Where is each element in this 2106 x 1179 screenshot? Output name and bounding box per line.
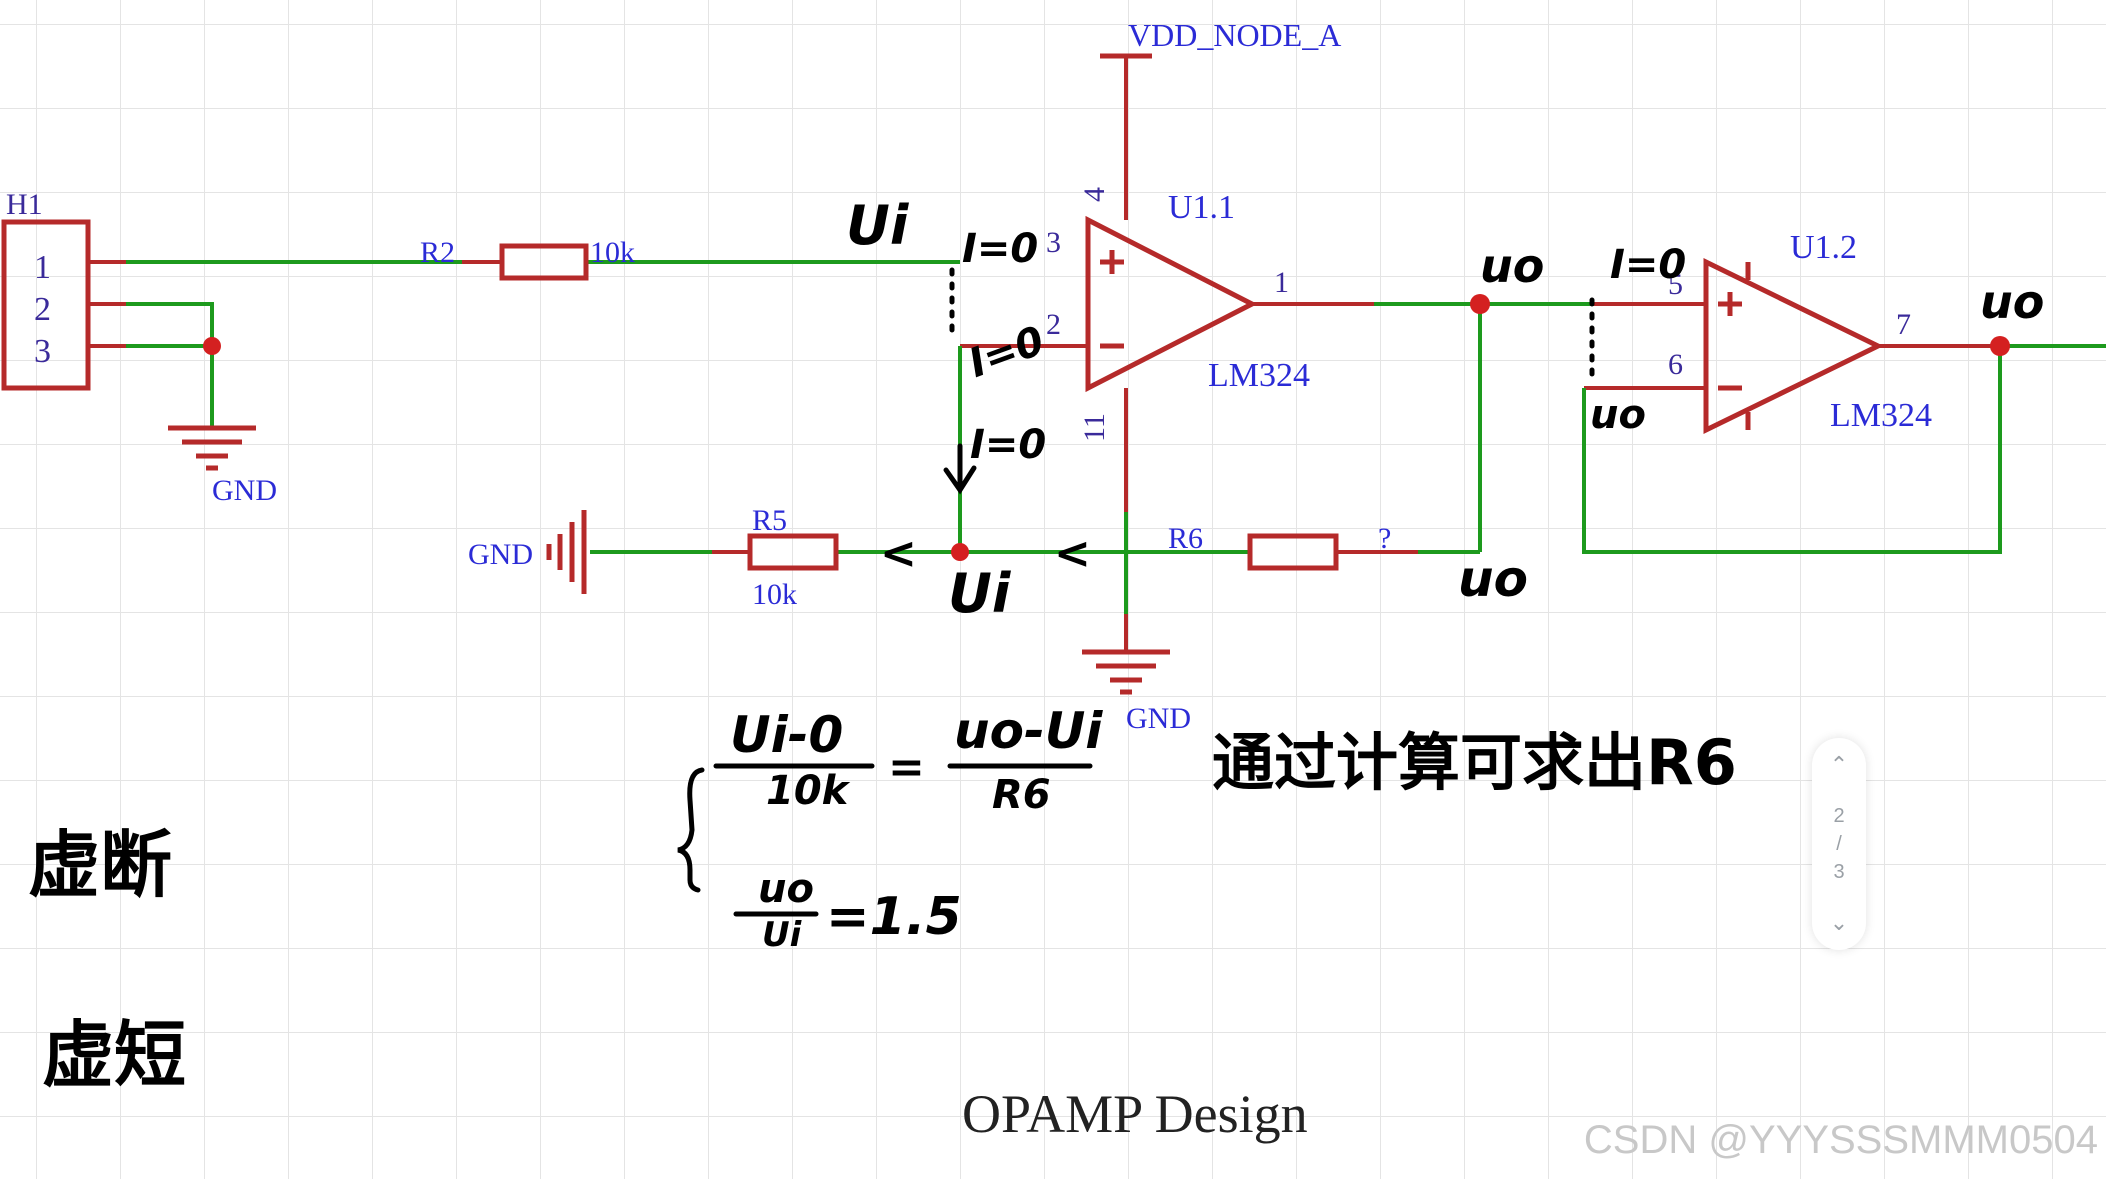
header-pin-3: 3	[34, 333, 51, 370]
down-arrow-icon	[943, 443, 977, 495]
vdd-label: VDD_NODE_A	[1128, 17, 1341, 53]
chevron-up-icon[interactable]: ⌃	[1829, 752, 1849, 777]
wires	[126, 56, 2106, 650]
resistor-r2: R2 10k	[420, 236, 635, 281]
gnd-label-header: GND	[212, 474, 277, 507]
u1-1-ref: U1.1	[1168, 189, 1235, 226]
annot-uo-inv2: uo	[1590, 392, 1646, 438]
annot-i0-c: I=0	[970, 422, 1046, 468]
eq1-equals: =	[888, 742, 925, 793]
annot-i0-d: I=0	[1610, 242, 1686, 288]
r2-value: 10k	[590, 236, 635, 269]
u1-2-pin-inv: 6	[1668, 348, 1683, 381]
gnd-label-r5: GND	[468, 538, 533, 571]
junction-inv-node	[951, 543, 969, 561]
eq1-den-left: 10k	[766, 768, 851, 814]
annot-note: 通过计算可求出R6	[1212, 726, 1737, 799]
annot-uo-out2: uo	[1980, 275, 2044, 329]
u1-1-pin-noninv: 3	[1046, 226, 1061, 259]
u1-2-pin-noninv: 5	[1668, 268, 1683, 301]
header-h1: H1 1 2 3	[1, 188, 126, 391]
r5-value: 10k	[752, 578, 797, 611]
annot-uo-feedback: uo	[1458, 550, 1528, 608]
eq2-den: Ui	[762, 915, 803, 955]
header-pin-2: 2	[34, 291, 51, 328]
watermark: CSDN @YYYSSSMMM0504	[1583, 1118, 2098, 1162]
annot-ui-bottom: Ui	[948, 562, 1012, 625]
u1-1-part: LM324	[1208, 357, 1310, 394]
handwritten-annotations: Ui I=0 I=0 I=0 I=0 < < Ui uo uo uo uo Ui…	[28, 194, 2044, 1097]
eq2-num: uo	[758, 866, 814, 912]
annot-uo-out1: uo	[1480, 239, 1544, 293]
u1-1-pin-out: 1	[1274, 266, 1289, 299]
header-pin-1: 1	[34, 249, 51, 286]
annot-virtual-open: 虚断	[28, 823, 172, 907]
junction-header-gnd	[203, 337, 221, 355]
resistor-r6: R6 ?	[1168, 522, 1391, 571]
chevron-down-icon[interactable]: ⌄	[1829, 910, 1849, 935]
vdd-symbol: VDD_NODE_A	[1100, 17, 1341, 59]
eq1-num-left: Ui-0	[730, 706, 843, 764]
header-ref: H1	[6, 188, 43, 221]
u1-2-part: LM324	[1830, 397, 1932, 434]
annot-ui-top: Ui	[846, 194, 910, 257]
page-pager: ⌃ 2 / 3 ⌄	[1812, 738, 1866, 950]
r6-value: ?	[1378, 522, 1391, 555]
opamp-u1-1: 3 2 1 4 11 U1.1 LM324	[1046, 187, 1310, 442]
page-separator: /	[1836, 833, 1842, 855]
page-current: 2	[1833, 805, 1845, 827]
page-total: 3	[1833, 861, 1845, 883]
annot-i0-a: I=0	[962, 226, 1038, 272]
r2-ref: R2	[420, 236, 455, 269]
eq1-den-right: R6	[992, 772, 1051, 818]
gnd-label-opamp: GND	[1126, 702, 1191, 735]
gnd-symbol-opamp: GND	[1082, 649, 1191, 735]
u1-1-pin-inv: 2	[1046, 308, 1061, 341]
eq2-value: =1.5	[826, 887, 962, 947]
diagram-title: OPAMP Design	[962, 1084, 1308, 1144]
annot-virtual-short: 虚短	[42, 1013, 186, 1097]
page-indicator: 2 / 3	[1833, 802, 1844, 886]
gnd-symbol-header: GND	[168, 390, 277, 507]
resistor-r5: R5 10k	[712, 504, 839, 611]
eq1-num-right: uo-Ui	[954, 702, 1103, 760]
u1-1-pin-vcc: 4	[1078, 187, 1111, 202]
equation-brace	[677, 767, 705, 893]
junctions	[203, 294, 2010, 561]
annot-arrow-1: <	[880, 528, 917, 579]
junction-u2-out	[1990, 336, 2010, 356]
junction-u1-out	[1470, 294, 1490, 314]
u1-2-ref: U1.2	[1790, 229, 1857, 266]
r5-ref: R5	[752, 504, 787, 537]
opamp-u1-2: 5 6 7 U1.2 LM324	[1668, 229, 1932, 435]
u1-2-pin-out: 7	[1896, 308, 1911, 341]
r6-ref: R6	[1168, 522, 1203, 555]
u1-1-pin-vee: 11	[1078, 413, 1111, 442]
gnd-symbol-r5: GND	[468, 510, 594, 594]
annot-arrow-2: <	[1054, 528, 1091, 579]
